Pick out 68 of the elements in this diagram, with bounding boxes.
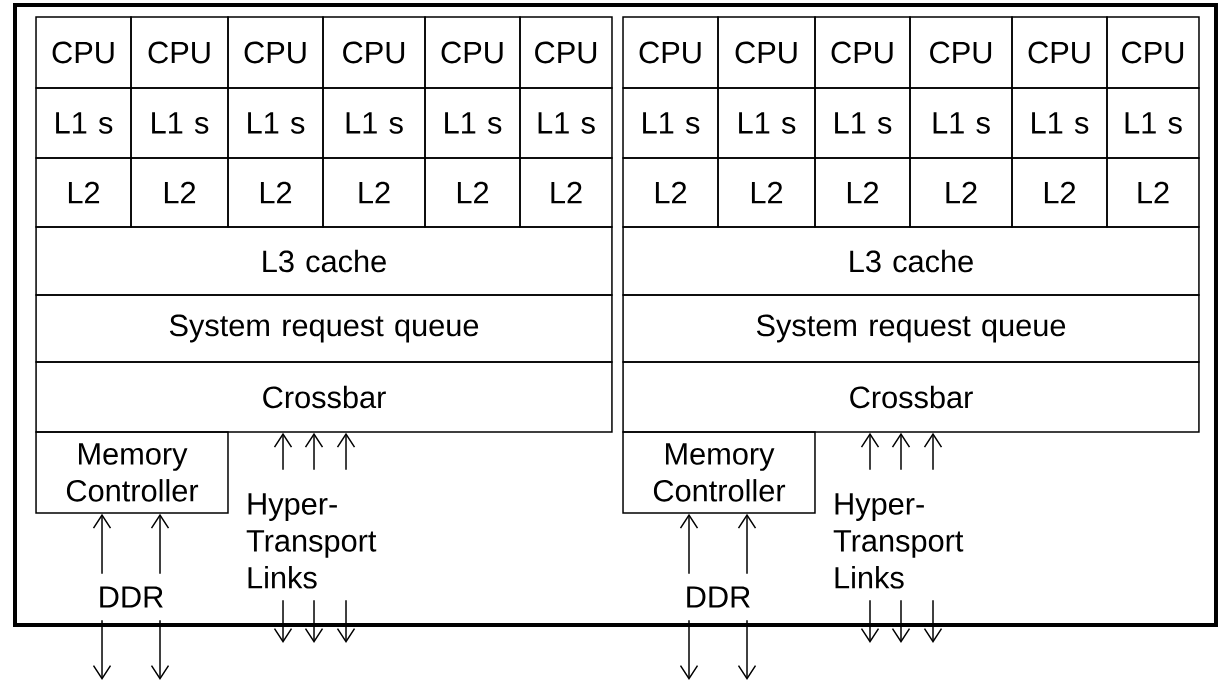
arrow — [737, 619, 757, 680]
arrow — [273, 599, 293, 643]
processor-cell: CPU — [424, 16, 521, 89]
cache-cell: L2 — [622, 157, 719, 228]
crossbar-band: Crossbar — [35, 361, 613, 433]
processor-cell: CPU — [322, 16, 426, 89]
memory-controller-box: Memory Controller — [622, 431, 816, 514]
cache-cell: L2 — [227, 157, 324, 228]
arrow — [273, 432, 293, 471]
cache-cell: L1 s — [1106, 87, 1200, 159]
arrow — [891, 432, 911, 471]
arrow — [891, 599, 911, 643]
cache-cell: L1 s — [909, 87, 1013, 159]
link-label: Hyper- Transport Links — [833, 493, 964, 589]
processor-cell: CPU — [35, 16, 132, 89]
arrow — [150, 619, 170, 680]
cache-cell: L1 s — [622, 87, 719, 159]
cache-band: L3 cache — [622, 226, 1200, 296]
cache-cell: L1 s — [322, 87, 426, 159]
cache-cell: L2 — [909, 157, 1013, 228]
arrow — [92, 513, 112, 575]
arrow — [336, 599, 356, 643]
cache-cell: L1 s — [814, 87, 911, 159]
cache-band: L3 cache — [35, 226, 613, 296]
arrow — [304, 599, 324, 643]
arrow — [336, 432, 356, 471]
arrow — [860, 599, 880, 643]
cache-cell: L2 — [519, 157, 613, 228]
cache-cell: L1 s — [424, 87, 521, 159]
queue-band: System request queue — [622, 294, 1200, 363]
crossbar-band: Crossbar — [622, 361, 1200, 433]
cache-cell: L1 s — [35, 87, 132, 159]
memory-controller-box: Memory Controller — [35, 431, 229, 514]
cache-cell: L2 — [814, 157, 911, 228]
processor-cell: CPU — [909, 16, 1013, 89]
arrow — [304, 432, 324, 471]
cache-cell: L2 — [1106, 157, 1200, 228]
cache-cell: L2 — [717, 157, 816, 228]
cache-cell: L1 s — [1011, 87, 1108, 159]
cache-cell: L1 s — [227, 87, 324, 159]
arrow — [150, 513, 170, 575]
bus-label: DDR — [687, 586, 750, 608]
processor-cell: CPU — [622, 16, 719, 89]
arrow — [923, 432, 943, 471]
cache-cell: L2 — [35, 157, 132, 228]
arrow — [737, 513, 757, 575]
cache-cell: L2 — [322, 157, 426, 228]
processor-cell: CPU — [717, 16, 816, 89]
arrow — [679, 619, 699, 680]
link-label: Hyper- Transport Links — [246, 493, 377, 589]
processor-cell: CPU — [519, 16, 613, 89]
cache-cell: L1 s — [717, 87, 816, 159]
bus-label: DDR — [100, 586, 163, 608]
cache-cell: L2 — [424, 157, 521, 228]
processor-cell: CPU — [814, 16, 911, 89]
cache-cell: L1 s — [130, 87, 229, 159]
cache-cell: L2 — [130, 157, 229, 228]
processor-cell: CPU — [1106, 16, 1200, 89]
arrow — [923, 599, 943, 643]
queue-band: System request queue — [35, 294, 613, 363]
arrow — [92, 619, 112, 680]
cache-cell: L2 — [1011, 157, 1108, 228]
cache-cell: L1 s — [519, 87, 613, 159]
processor-cell: CPU — [227, 16, 324, 89]
processor-cell: CPU — [1011, 16, 1108, 89]
arrow — [679, 513, 699, 575]
processor-cell: CPU — [130, 16, 229, 89]
arrow — [860, 432, 880, 471]
